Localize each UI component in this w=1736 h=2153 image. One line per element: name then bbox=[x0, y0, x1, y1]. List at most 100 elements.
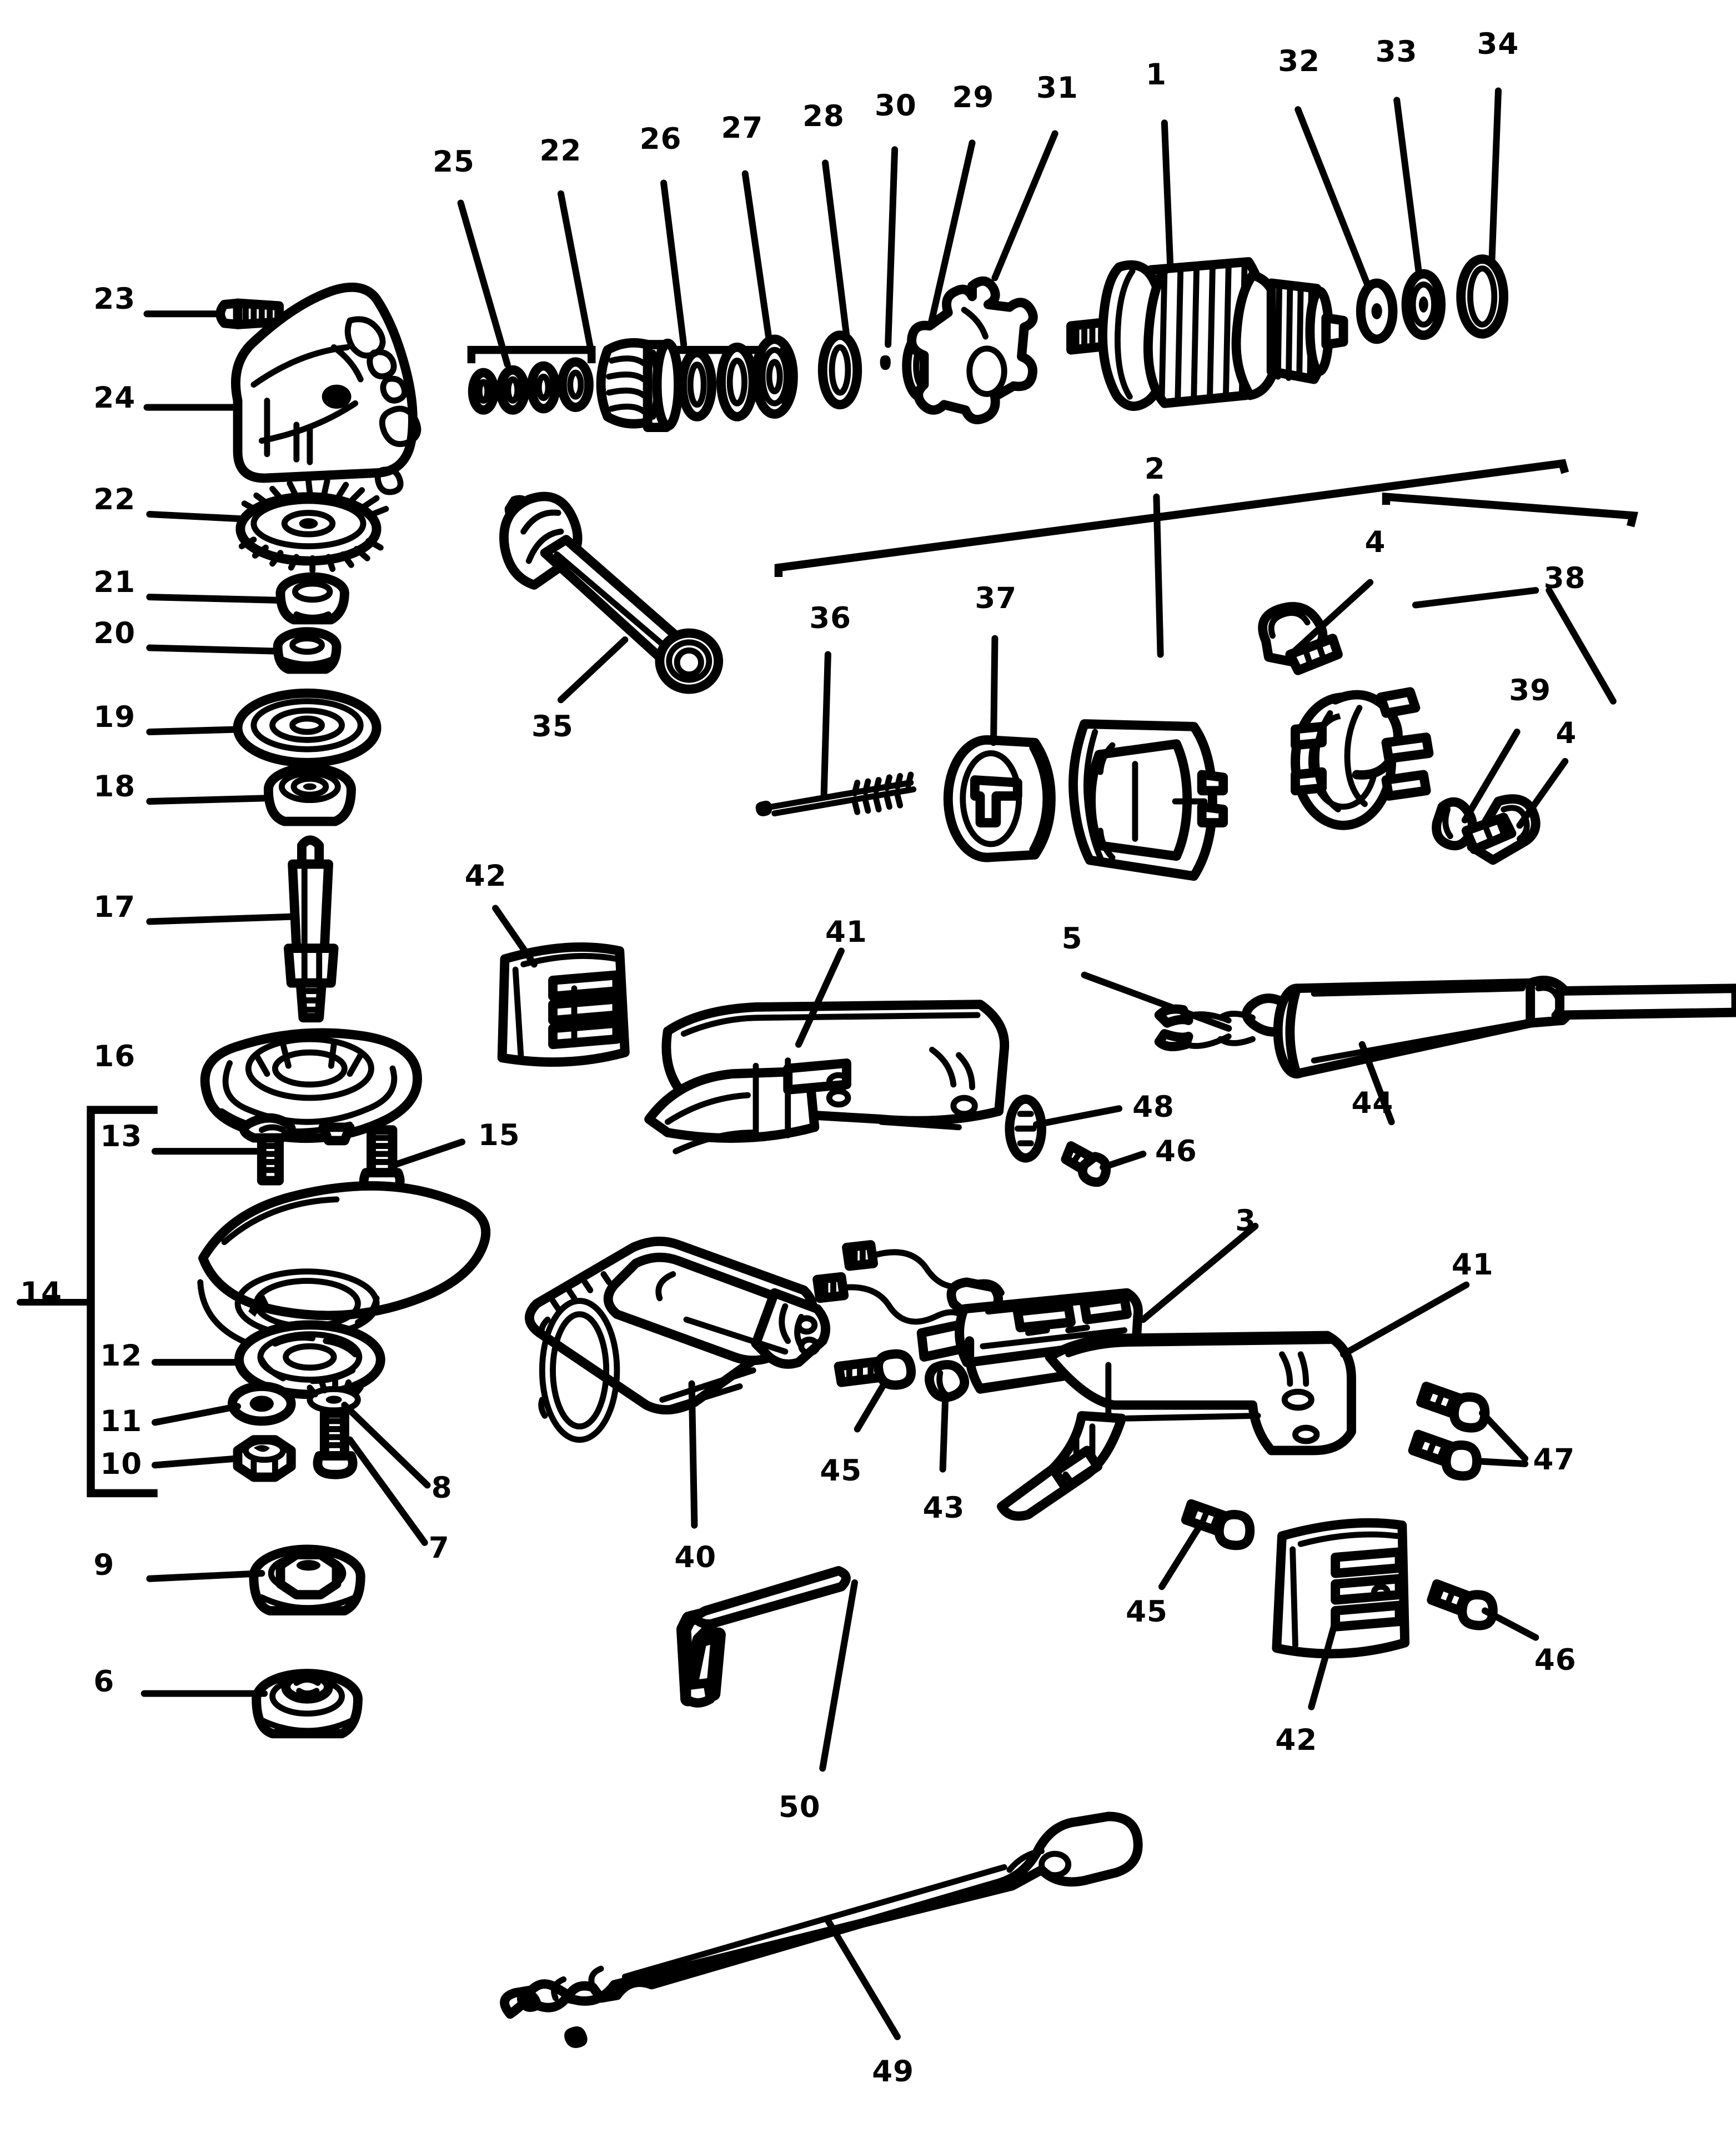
leader-35 bbox=[557, 636, 629, 704]
callout-22: 22 bbox=[539, 134, 582, 168]
part-23-screw bbox=[215, 298, 284, 329]
part-12-flange bbox=[234, 1320, 385, 1399]
callout-28: 28 bbox=[802, 99, 845, 133]
callout-45: 45 bbox=[820, 1453, 862, 1488]
callout-34: 34 bbox=[1477, 27, 1519, 61]
bracket-group-38 bbox=[1382, 492, 1638, 705]
callout-10: 10 bbox=[100, 1447, 143, 1481]
part-49-spanner-wrench bbox=[500, 1811, 1143, 2048]
leader-39 bbox=[1461, 728, 1521, 824]
part-19-plate bbox=[233, 688, 382, 767]
part-33-bearing bbox=[1401, 269, 1446, 340]
part-22-ring-gear bbox=[235, 478, 389, 574]
part-45-screw-center bbox=[834, 1349, 916, 1390]
callout-32: 32 bbox=[1278, 44, 1320, 79]
part-47-screws bbox=[1408, 1382, 1529, 1481]
callout-49: 49 bbox=[872, 2054, 914, 2089]
callout-26: 26 bbox=[639, 122, 682, 156]
part-10-nut bbox=[233, 1435, 296, 1482]
leader-36 bbox=[820, 651, 831, 799]
callout-21: 21 bbox=[93, 565, 136, 600]
part-37-baffle bbox=[943, 735, 1056, 862]
callout-24: 24 bbox=[93, 381, 136, 415]
part-38-brush-holder bbox=[1291, 687, 1434, 830]
callout-13: 13 bbox=[100, 1120, 143, 1154]
part-36-long-screw bbox=[755, 771, 917, 817]
leader-45a bbox=[854, 1383, 886, 1433]
callout-37: 37 bbox=[975, 581, 1017, 616]
part-50-hex-key bbox=[676, 1565, 851, 1708]
part-4-brush-cap-upper bbox=[1258, 601, 1343, 675]
part-48-plate bbox=[1005, 1094, 1047, 1163]
part-16-spindle-housing bbox=[200, 1028, 422, 1146]
leader-11 bbox=[151, 1403, 242, 1426]
callout-14: 14 bbox=[20, 1276, 62, 1310]
part-41-clamshell-lower bbox=[997, 1331, 1356, 1521]
leader-44 bbox=[1358, 1041, 1395, 1126]
callout-35: 35 bbox=[531, 709, 574, 744]
part-35-side-handle bbox=[499, 491, 724, 694]
part-1-armature bbox=[1066, 257, 1348, 411]
callout-9: 9 bbox=[93, 1548, 115, 1583]
leader-15 bbox=[392, 1138, 466, 1168]
callout-19: 19 bbox=[93, 700, 136, 735]
leader-46b bbox=[1481, 1607, 1539, 1641]
part-45-screw-lower bbox=[1181, 1499, 1255, 1550]
leader-42a bbox=[492, 905, 538, 968]
part-46-screw-upper bbox=[1061, 1141, 1111, 1187]
callout-46: 46 bbox=[1155, 1134, 1197, 1168]
bracket-group-2 bbox=[774, 459, 1569, 658]
part-26-rings bbox=[678, 342, 758, 421]
callout-36: 36 bbox=[809, 601, 851, 636]
leader-7 bbox=[346, 1436, 428, 1546]
part-22-pinion bbox=[596, 338, 683, 433]
callout-16: 16 bbox=[93, 1039, 136, 1073]
part-42-brush-cover-lower bbox=[1272, 1518, 1410, 1659]
part-43-plug bbox=[925, 1360, 970, 1402]
leader-48 bbox=[1032, 1105, 1123, 1128]
callout-29: 29 bbox=[952, 81, 995, 115]
part-44-cord bbox=[1154, 975, 1736, 1079]
callout-47: 47 bbox=[1533, 1443, 1576, 1477]
part-34-ring bbox=[1456, 254, 1509, 339]
callout-40: 40 bbox=[674, 1540, 717, 1574]
part-30-pin bbox=[880, 355, 891, 370]
callout-4: 4 bbox=[1364, 525, 1386, 559]
callout-33: 33 bbox=[1375, 35, 1418, 69]
callout-20: 20 bbox=[93, 616, 136, 650]
leader-4a bbox=[1292, 579, 1374, 654]
part-11-washer bbox=[227, 1382, 296, 1426]
callout-3: 3 bbox=[1235, 1203, 1257, 1238]
part-41-clamshell-upper bbox=[644, 1000, 1010, 1155]
callout-7: 7 bbox=[428, 1531, 450, 1565]
callout-8: 8 bbox=[431, 1471, 453, 1505]
part-18-bearing bbox=[263, 763, 356, 826]
part-13-screw bbox=[239, 1113, 296, 1186]
bracket-group-14 bbox=[17, 1106, 158, 1498]
part-4-brush-cap-lower bbox=[1461, 794, 1541, 865]
leader-42b bbox=[1308, 1618, 1339, 1710]
part-20-bushing bbox=[273, 627, 342, 674]
part-32-washer bbox=[1356, 278, 1398, 344]
callout-41: 41 bbox=[825, 915, 867, 950]
part-21-bearing-cap bbox=[275, 572, 349, 625]
part-46-screw-lower bbox=[1427, 1579, 1498, 1630]
callout-11: 11 bbox=[100, 1404, 143, 1438]
leader-41b bbox=[1340, 1281, 1470, 1358]
callout-12: 12 bbox=[100, 1338, 143, 1373]
callout-18: 18 bbox=[93, 770, 136, 804]
leader-10 bbox=[151, 1455, 242, 1469]
callout-25: 25 bbox=[433, 144, 475, 179]
leader-37 bbox=[990, 635, 999, 746]
part-28-ring bbox=[817, 330, 862, 410]
callout-46: 46 bbox=[1534, 1643, 1577, 1678]
callout-41: 41 bbox=[1451, 1248, 1494, 1282]
callout-4: 4 bbox=[1556, 716, 1577, 750]
part-42-brush-cover-upper bbox=[497, 942, 630, 1067]
callout-22: 22 bbox=[93, 483, 136, 517]
part-24-gear-case bbox=[231, 282, 422, 495]
leader-45b bbox=[1158, 1519, 1206, 1590]
callout-6: 6 bbox=[93, 1664, 115, 1699]
leader-lines-top bbox=[143, 87, 1502, 411]
